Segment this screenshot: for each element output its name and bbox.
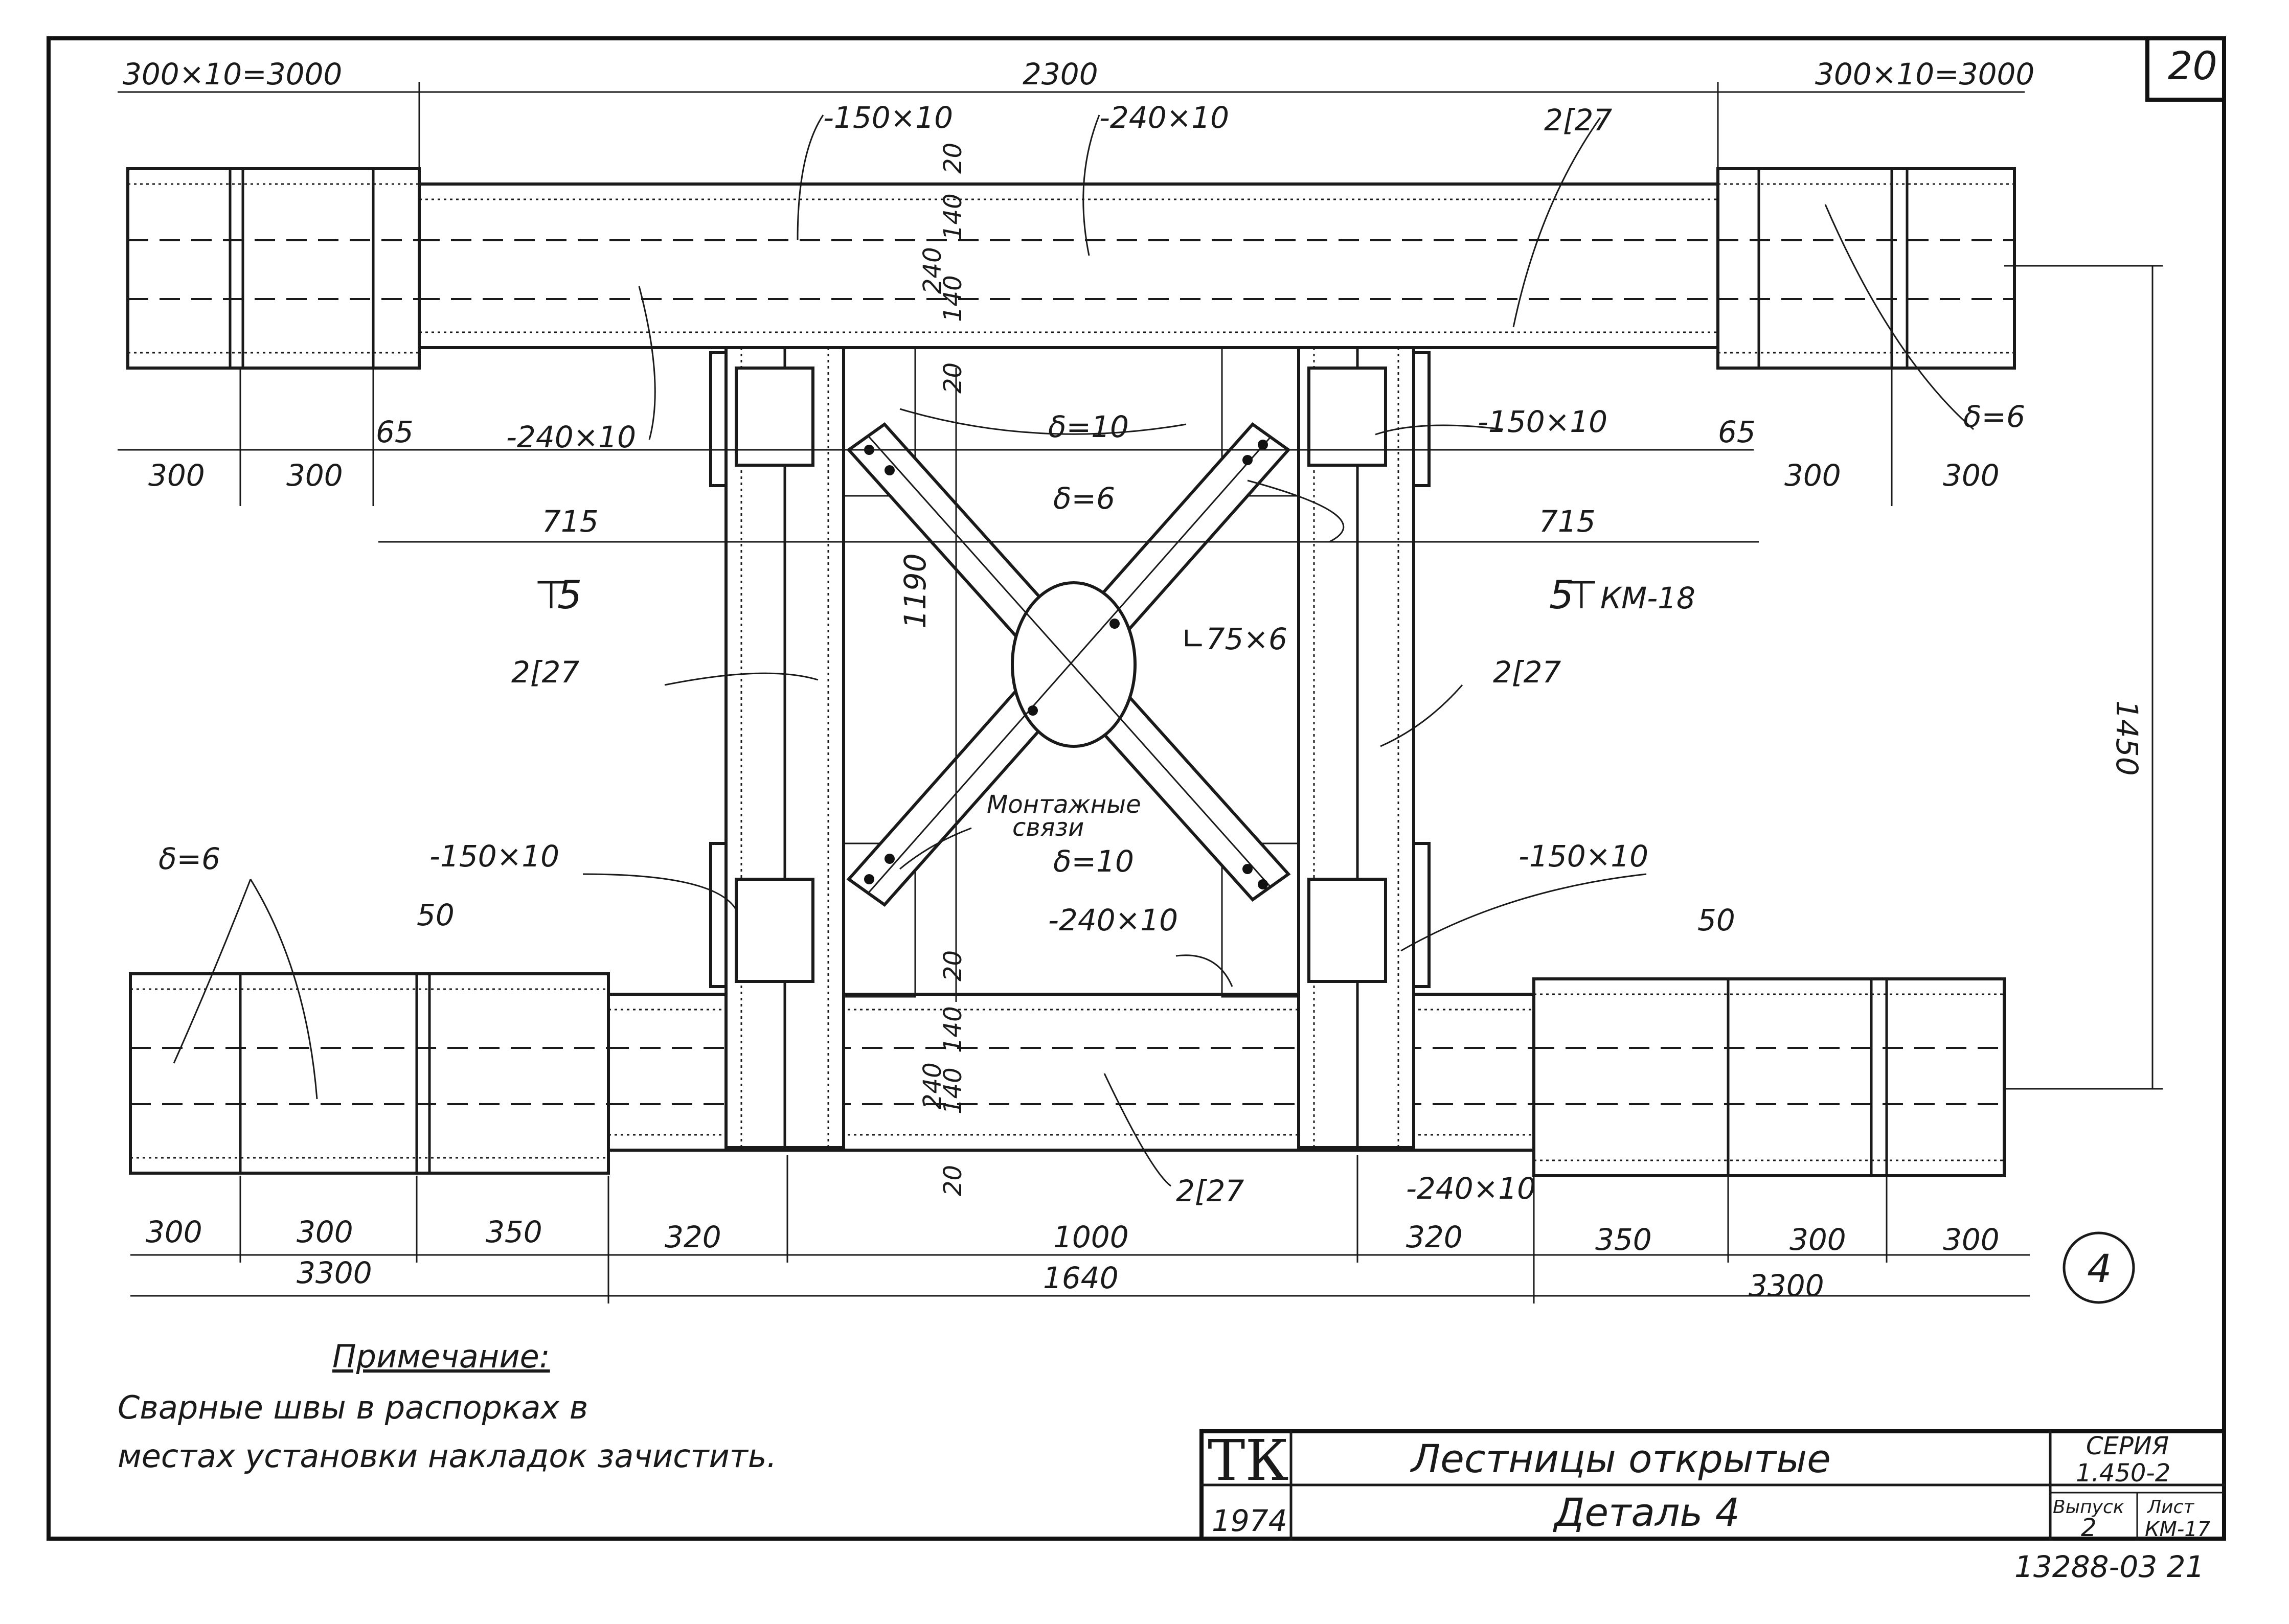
title-block-sheet-value: КМ-17 (2145, 1518, 2211, 1541)
dim-bot-300d: 300 (1943, 1222, 2000, 1257)
dim-top-beam-20b: 20 (939, 362, 967, 394)
note-line-1: Сварные швы в распорках в (118, 1389, 588, 1426)
title-block-year: 1974 (1212, 1503, 1287, 1538)
dim-left-50: 50 (417, 898, 455, 932)
dim-top-beam-140a: 140 (939, 193, 967, 240)
title-block-sheet-label: Лист (2146, 1497, 2194, 1518)
label-channel-top: 2[27 (1544, 103, 1612, 138)
label-delta-6-left: δ=6 (158, 841, 220, 876)
label-plate-150x10-top: -150×10 (823, 100, 953, 135)
dim-bot-300b: 300 (297, 1215, 353, 1249)
dim-top-beam-140b: 140 (939, 275, 967, 322)
dim-bot-320b: 320 (1406, 1220, 1463, 1254)
page-number-box (2145, 36, 2226, 102)
dim-height-1190: 1190 (898, 553, 933, 629)
label-channel-bottom: 2[27 (1176, 1174, 1244, 1208)
dim-upper-left-300a: 300 (148, 458, 205, 493)
label-delta-10-top: δ=10 (1048, 409, 1129, 444)
title-block-subtitle: Деталь 4 (1553, 1490, 1740, 1535)
dim-bot-1000: 1000 (1053, 1220, 1129, 1254)
title-block-title: Лестницы открытые (1410, 1436, 1831, 1481)
dim-right-50: 50 (1697, 903, 1735, 937)
title-block-issue-value: 2 (2081, 1514, 2097, 1542)
sheet-frame (47, 36, 2226, 1541)
dim-upper-right-65: 65 (1718, 415, 1756, 449)
label-section-right: 5 (1549, 572, 1574, 617)
label-delta-6-center: δ=6 (1053, 481, 1115, 516)
label-plate-150x10-right: -150×10 (1478, 404, 1607, 439)
dim-upper-left-300b: 300 (286, 458, 343, 493)
dim-height-1450: 1450 (2110, 700, 2144, 776)
dim-bot-beam-240: 240 (918, 1062, 947, 1109)
section-marker-right: ⊤ (1565, 572, 1598, 617)
label-delta-10-low: δ=10 (1053, 844, 1134, 879)
dim-bot-350b: 350 (1595, 1222, 1652, 1257)
label-plate-150x10-right-low: -150×10 (1519, 839, 1648, 874)
dim-bot-beam-20a: 20 (939, 950, 967, 981)
note-heading: Примечание: (332, 1338, 550, 1375)
label-angle: ∟75×6 (1181, 622, 1287, 656)
dim-right-715: 715 (1539, 504, 1596, 539)
dim-bot-350a: 350 (486, 1215, 542, 1249)
dim-bot-3300b: 3300 (1749, 1268, 1824, 1303)
label-plate-240x10-bottom: -240×10 (1406, 1171, 1536, 1206)
label-plate-150x10-left-low: -150×10 (429, 839, 559, 874)
bottom-code: 13288-03 21 (2014, 1549, 2204, 1584)
dimension-texts: 300×10=3000 2300 300×10=3000 300 300 65 … (123, 57, 2144, 1303)
dim-upper-right-300a: 300 (1784, 458, 1841, 493)
part-labels: -150×10 -240×10 2[27 -240×10 δ=10 -150×1… (158, 100, 2025, 1208)
dim-bot-beam-140a: 140 (939, 1006, 967, 1053)
note-block: Примечание: Сварные швы в распорках в ме… (118, 1338, 777, 1475)
label-delta-6-right: δ=6 (1963, 399, 2025, 434)
dim-left-715: 715 (542, 504, 599, 539)
section-marker-left: ⊤ (534, 572, 568, 617)
leader-lines (173, 115, 1974, 1187)
label-channel-right: 2[27 (1493, 655, 1561, 690)
label-mount-line1: Монтажные (987, 790, 1141, 819)
dim-top-beam-240: 240 (918, 247, 947, 294)
title-block-series-label: СЕРИЯ (2086, 1432, 2169, 1460)
dimension-lines (118, 82, 2163, 1303)
label-channel-left: 2[27 (511, 655, 579, 690)
note-line-2: местах установки накладок зачистить. (118, 1437, 777, 1475)
left-column (709, 346, 845, 1149)
title-block: ТК 1974 Лестницы открытые Деталь 4 СЕРИЯ… (1199, 1428, 2226, 1542)
dim-top-right-span: 300×10=3000 (1815, 57, 2034, 92)
x-bracing (846, 422, 1291, 907)
dim-bot-1640: 1640 (1043, 1261, 1119, 1295)
dim-bot-300c: 300 (1789, 1222, 1846, 1257)
dim-top-center: 2300 (1023, 57, 1098, 92)
right-column (1297, 346, 1431, 1149)
detail-circle (2063, 1231, 2135, 1304)
title-block-series-value: 1.450-2 (2076, 1459, 2170, 1488)
page-number: 20 (2168, 43, 2217, 88)
dim-bot-beam-140b: 140 (939, 1067, 967, 1114)
bottom-beam (129, 972, 2006, 1177)
dim-bot-beam-20b: 20 (939, 1165, 967, 1196)
dim-top-beam-20a: 20 (939, 143, 967, 174)
detail-number: 4 (2087, 1246, 2112, 1291)
dim-top-left-span: 300×10=3000 (123, 57, 342, 92)
dim-bot-3300a: 3300 (297, 1255, 372, 1290)
label-plate-240x10-low: -240×10 (1048, 903, 1178, 937)
title-block-logo: ТК (1208, 1428, 1289, 1493)
label-plate-240x10-left: -240×10 (506, 420, 636, 454)
dim-bot-300a: 300 (146, 1215, 202, 1249)
label-section-left: 5 (557, 572, 582, 617)
title-block-issue-label: Выпуск (2053, 1497, 2124, 1518)
dim-upper-right-300b: 300 (1943, 458, 2000, 493)
dim-bot-320a: 320 (665, 1220, 721, 1254)
label-section-ref: КМ-18 (1600, 581, 1695, 615)
dim-upper-left-65: 65 (376, 415, 414, 449)
label-mount-line2: связи (1012, 813, 1084, 842)
top-beam (126, 167, 2016, 370)
label-plate-240x10-top: -240×10 (1099, 100, 1229, 135)
